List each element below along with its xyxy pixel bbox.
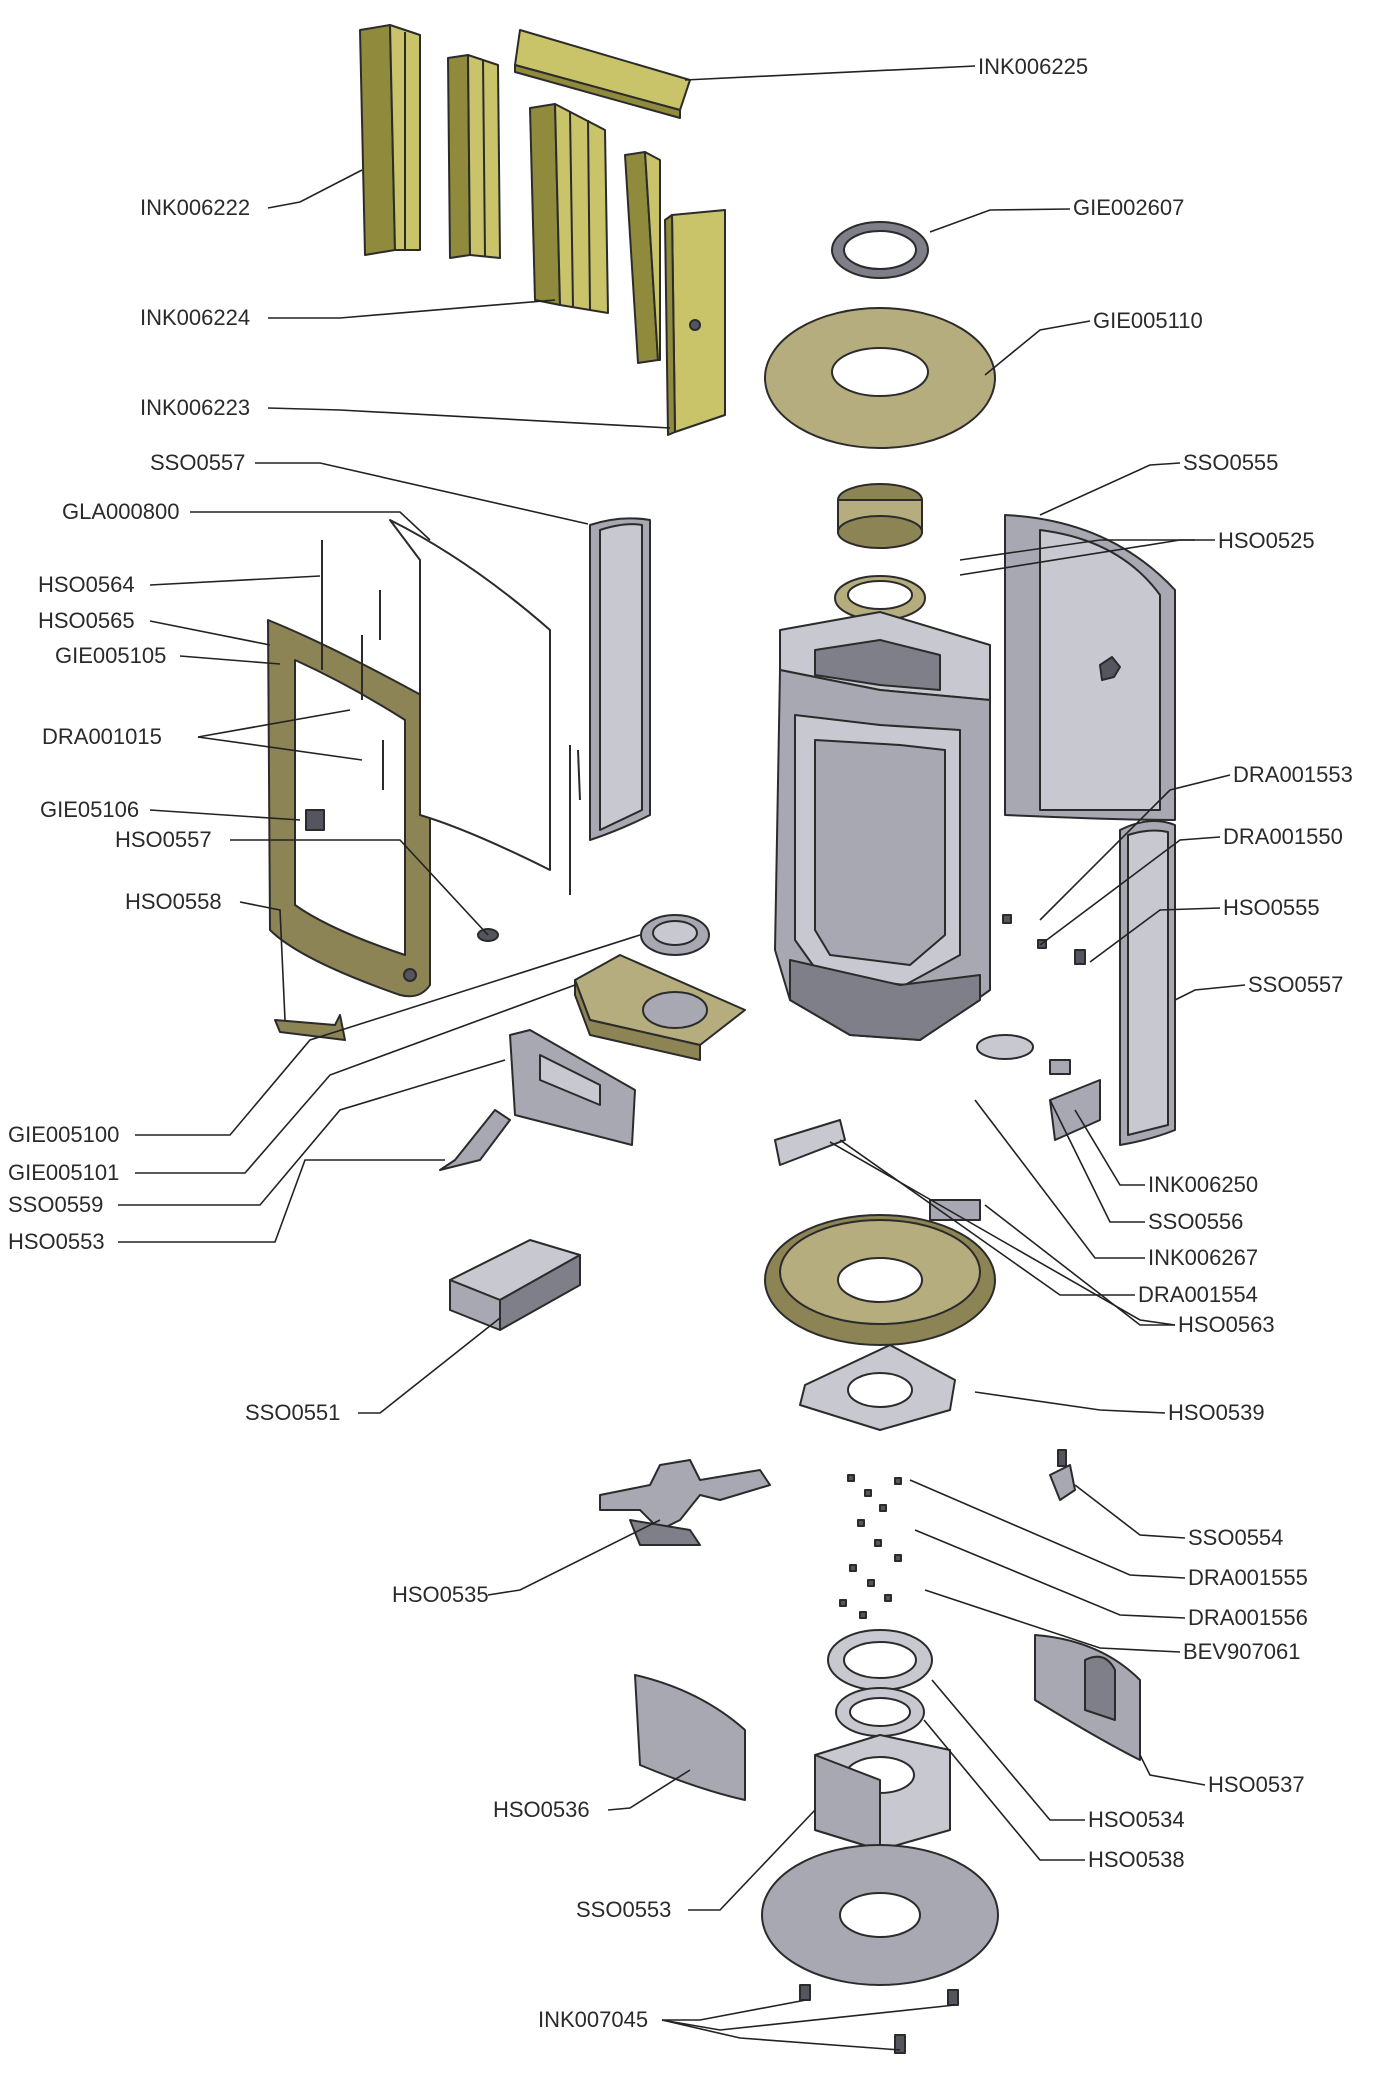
- base-support-bracket: [599, 1459, 771, 1546]
- fastener-scatter: [839, 1474, 902, 1619]
- glass-panel: [389, 519, 551, 871]
- pedestal-box: [814, 1734, 951, 1851]
- bottom-air-plate: [774, 1119, 981, 1221]
- small-fittings-right: [976, 914, 1101, 1141]
- front-panel-hso0536: [634, 1674, 746, 1801]
- label-dra001556: DRA001556: [1188, 1605, 1308, 1630]
- side-panel-right-upper: [1004, 514, 1176, 821]
- gasket-ring-hso0534: [827, 1629, 933, 1691]
- label-hso0534: HSO0534: [1088, 1807, 1185, 1832]
- label-hso0565: HSO0565: [38, 608, 135, 633]
- stove-body: [774, 611, 991, 1041]
- label-gie005110: GIE005110: [1093, 308, 1203, 333]
- firebrick-back: [529, 103, 609, 314]
- label-hso0539: HSO0539: [1168, 1400, 1265, 1425]
- label-sso0553: SSO0553: [576, 1897, 671, 1922]
- gasket-ring-hso0538: [835, 1687, 925, 1737]
- flue-collar-lower: [834, 575, 926, 621]
- side-panel-left: [589, 517, 651, 841]
- leader-lines: [118, 65, 1246, 2051]
- label-ink006250: INK006250: [1148, 1172, 1258, 1197]
- label-ink006224: INK006224: [140, 305, 250, 330]
- door-hinge-rods: [305, 540, 581, 942]
- seal-plate: [799, 1344, 956, 1431]
- rear-panel-hso0537: [1034, 1634, 1141, 1761]
- air-deflector: [509, 1029, 636, 1146]
- firebrick-second: [447, 54, 501, 259]
- label-gla000800: GLA000800: [62, 499, 179, 524]
- label-hso0537: HSO0537: [1208, 1772, 1305, 1797]
- label-hso0557: HSO0557: [115, 827, 212, 852]
- label-dra001015: DRA001015: [42, 724, 162, 749]
- firebrick-narrow: [624, 151, 661, 364]
- label-bev907061: BEV907061: [1183, 1639, 1300, 1664]
- label-ink006267: INK006267: [1148, 1245, 1258, 1270]
- top-cover-plate: [764, 307, 996, 449]
- label-hso0563: HSO0563: [1178, 1312, 1275, 1337]
- label-hso0525: HSO0525: [1218, 528, 1315, 553]
- label-hso0555: HSO0555: [1223, 895, 1320, 920]
- side-panel-right-lower: [1119, 820, 1176, 1146]
- small-bracket-sso0554: [1049, 1449, 1076, 1501]
- label-hso0538: HSO0538: [1088, 1847, 1185, 1872]
- label-sso0557-top: SSO0557: [150, 450, 245, 475]
- label-ink006222: INK006222: [140, 195, 250, 220]
- label-sso0551: SSO0551: [245, 1400, 340, 1425]
- grate-disc: [640, 914, 710, 956]
- label-gie002607: GIE002607: [1073, 195, 1184, 220]
- label-dra001553: DRA001553: [1233, 762, 1353, 787]
- label-ink006223: INK006223: [140, 395, 250, 420]
- firebrick-left: [359, 24, 421, 256]
- base-ring-plate: [764, 1214, 996, 1346]
- label-ink006225: INK006225: [978, 54, 1088, 79]
- label-sso0557-right: SSO0557: [1248, 972, 1343, 997]
- ash-pan: [449, 1239, 581, 1331]
- label-hso0536: HSO0536: [493, 1797, 590, 1822]
- door-frame: [267, 619, 431, 998]
- label-ink007045: INK007045: [538, 2007, 648, 2032]
- label-hso0564: HSO0564: [38, 572, 135, 597]
- firebrick-side-door: [664, 209, 726, 436]
- ash-lip-bracket: [439, 1109, 511, 1171]
- top-firebrick-plate: [514, 29, 691, 119]
- label-dra001554: DRA001554: [1138, 1282, 1258, 1307]
- grate-bowl: [574, 954, 746, 1061]
- label-gie005101: GIE005101: [8, 1160, 119, 1185]
- label-sso0554: SSO0554: [1188, 1525, 1283, 1550]
- label-hso0558: HSO0558: [125, 889, 222, 914]
- flue-collar-upper: [837, 483, 923, 549]
- label-gie005105: GIE005105: [55, 643, 166, 668]
- label-hso0553: HSO0553: [8, 1229, 105, 1254]
- label-sso0555: SSO0555: [1183, 450, 1278, 475]
- label-sso0556: SSO0556: [1148, 1209, 1243, 1234]
- label-sso0559: SSO0559: [8, 1192, 103, 1217]
- flue-gasket-ring: [831, 221, 929, 279]
- label-dra001550: DRA001550: [1223, 824, 1343, 849]
- foot-base-plate: [761, 1844, 999, 2054]
- label-gie05106: GIE05106: [40, 797, 139, 822]
- label-dra001555: DRA001555: [1188, 1565, 1308, 1590]
- label-hso0535: HSO0535: [392, 1582, 489, 1607]
- part-labels: INK006225 INK006222 GIE002607 INK006224 …: [8, 54, 1353, 2032]
- label-gie005100: GIE005100: [8, 1122, 119, 1147]
